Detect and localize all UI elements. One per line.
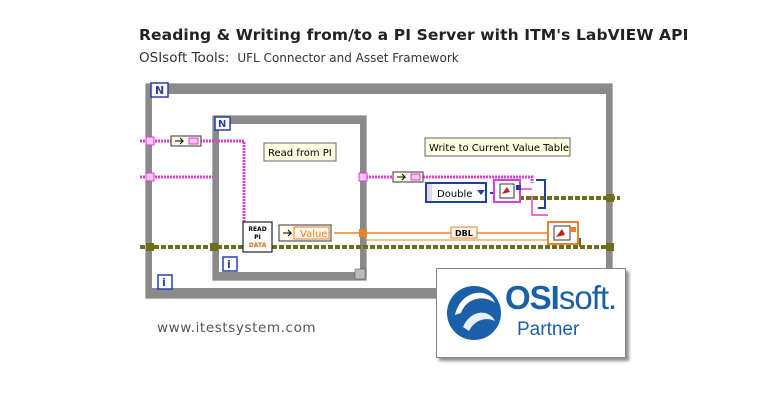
page-subtitle: OSIsoft Tools: UFL Connector and Asset Fr… xyxy=(139,50,459,66)
value-label: Value xyxy=(300,229,327,240)
inner-loop-iteration-terminal xyxy=(222,256,238,272)
inner-loop-count-label: N xyxy=(218,119,226,130)
write-cvt-subvi-1[interactable] xyxy=(493,179,521,203)
type-selector[interactable]: Double xyxy=(425,182,487,203)
brand-light: soft. xyxy=(558,279,617,316)
read-vi-line2: PI xyxy=(254,234,261,241)
write-comment-box xyxy=(424,137,571,157)
outer-loop-count-terminal[interactable] xyxy=(150,82,169,98)
dbl-label: DBL xyxy=(455,229,473,238)
value-unbundle-node[interactable]: Value xyxy=(278,224,332,242)
osisoft-partner-card: OSIsoft. Partner xyxy=(436,268,626,358)
tunnel-left-2[interactable] xyxy=(145,172,155,182)
chevron-down-icon xyxy=(477,190,485,195)
subtitle-tail: UFL Connector and Asset Framework xyxy=(237,51,459,65)
unbundle-node-1[interactable] xyxy=(170,135,202,147)
tunnel-right-error-2[interactable] xyxy=(606,243,614,251)
tunnel-left-error[interactable] xyxy=(146,243,154,251)
error-wires xyxy=(140,196,620,249)
inner-for-loop xyxy=(212,115,367,281)
read-comment: Read from PI xyxy=(268,148,332,159)
osisoft-swirl-icon xyxy=(447,286,501,340)
tunnel-inner-value-out[interactable] xyxy=(359,229,367,237)
outer-iter-label: i xyxy=(162,276,166,289)
tunnel-inner-error-in[interactable] xyxy=(210,243,218,251)
partner-badge: Partner xyxy=(517,319,580,340)
read-comment-box xyxy=(263,142,337,162)
website-url: www.itestsystem.com xyxy=(157,320,317,336)
read-pi-data-subvi[interactable]: READ PI DATA xyxy=(242,221,273,253)
read-vi-line3: DATA xyxy=(249,242,267,249)
tunnel-right-error[interactable] xyxy=(606,194,614,202)
outer-loop-iteration-terminal xyxy=(157,274,173,290)
osisoft-wordmark: OSIsoft. xyxy=(505,279,617,317)
read-vi-line1: READ xyxy=(248,226,266,233)
unbundle-node-2[interactable] xyxy=(392,171,424,183)
page-title: Reading & Writing from/to a PI Server wi… xyxy=(139,26,689,44)
inner-loop-count-terminal[interactable] xyxy=(214,116,231,131)
outer-loop-count-label: N xyxy=(155,84,164,97)
type-selector-value: Double xyxy=(437,189,472,200)
write-cvt-subvi-2[interactable] xyxy=(547,221,579,245)
brand-bold: OSI xyxy=(505,279,560,316)
dbl-conversion-node[interactable] xyxy=(450,226,478,239)
subtitle-lead: OSIsoft Tools: xyxy=(139,50,230,66)
inner-iter-label: i xyxy=(227,258,231,271)
write-comment: Write to Current Value Table xyxy=(429,143,569,154)
tunnel-left-1[interactable] xyxy=(145,136,155,146)
tunnel-inner-pink-out[interactable] xyxy=(358,172,368,182)
